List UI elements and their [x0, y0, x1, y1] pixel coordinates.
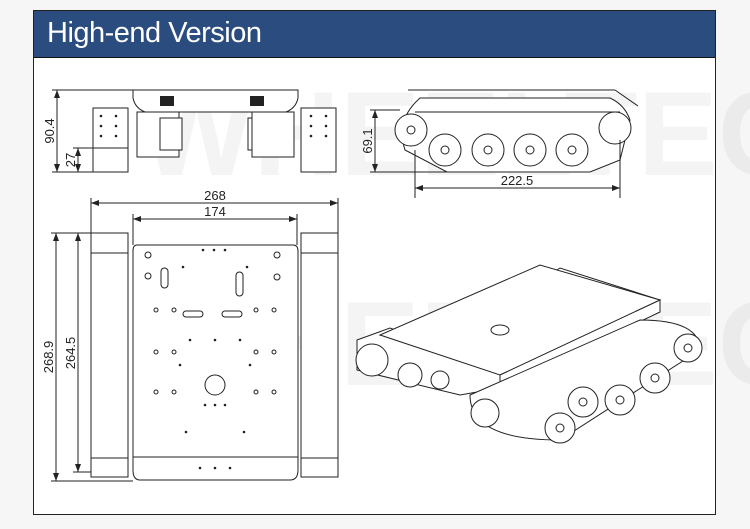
dim-front-height: 90.4 — [42, 118, 57, 143]
dim-overall-width: 268 — [204, 188, 226, 203]
dim-side-length: 222.5 — [501, 173, 534, 188]
top-view: 268 174 268.9 264.5 — [41, 188, 339, 482]
dim-plate-width: 174 — [204, 204, 226, 219]
front-view: 90.4 27 — [42, 89, 337, 173]
isometric-view — [355, 264, 703, 444]
dim-side-height: 69.1 — [360, 128, 375, 153]
side-view: 69.1 222.5 — [360, 89, 639, 198]
page-title: High-end Version — [47, 17, 262, 49]
dim-track-height: 27 — [63, 153, 78, 167]
header-bar: High-end Version — [34, 11, 715, 58]
dim-overall-length: 268.9 — [41, 341, 56, 374]
dim-plate-length: 264.5 — [63, 337, 78, 370]
